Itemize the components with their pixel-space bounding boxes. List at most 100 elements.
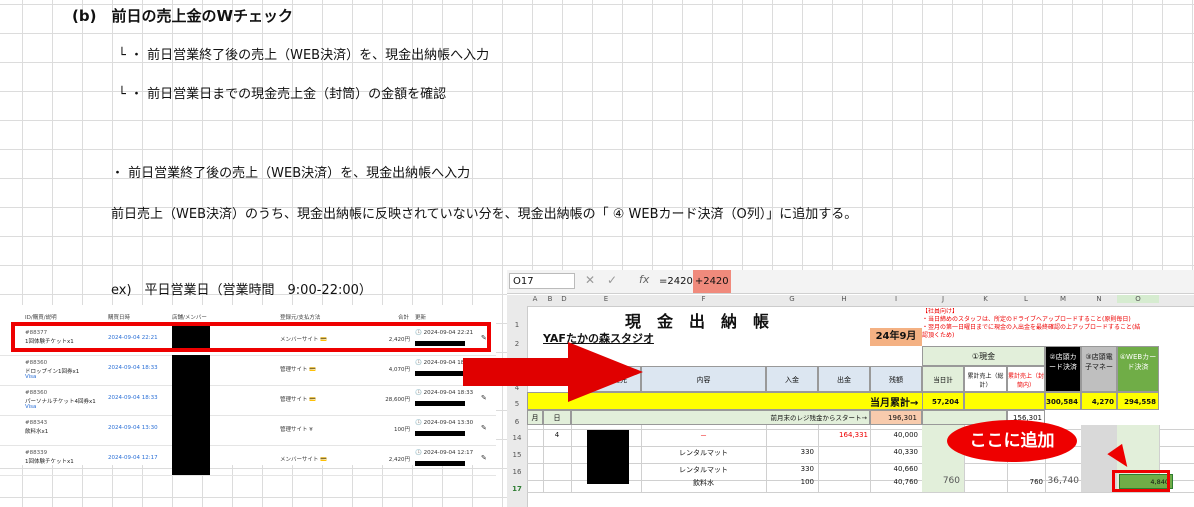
r14-content[interactable]: － [700,432,707,440]
r16-content[interactable]: レンタルマット [679,466,728,474]
column-header[interactable]: L [1024,295,1028,303]
edit-icon[interactable]: ✎ [481,394,487,402]
purchase-datetime[interactable]: 2024-09-04 12:17 [108,455,158,461]
list-row[interactable]: #88377 1回体験チケットx1 2024-09-04 22:21 メンバーサ… [0,322,496,356]
fx-icon[interactable]: fx [639,273,650,286]
r16-in[interactable]: 330 [800,465,814,473]
month-label: 24年9月 [870,328,922,346]
name-box[interactable]: O17 [509,273,575,289]
list-header: 店舗/メンバー [172,315,207,321]
col-line [870,425,871,492]
day-col-header: 日 [543,410,571,425]
column-header[interactable]: F [701,295,706,303]
formula-input[interactable]: =2420+2420 [657,270,731,293]
r17-today[interactable]: 760 [942,476,960,486]
column-header[interactable]: H [841,295,847,303]
row-header[interactable]: 15 [512,451,522,459]
list-row[interactable]: #88360 パーソナルチケット4回券x1 Visa 2024-09-04 18… [0,385,496,416]
r17-in[interactable]: 100 [800,478,814,486]
month-total-today: 57,204 [922,392,964,410]
list-row[interactable]: #88360 ドロップイン1回券x1 Visa 2024-09-04 18:33… [0,355,496,386]
column-header[interactable]: O [1117,295,1159,303]
month-col-header: 月 [527,410,543,425]
column-header[interactable]: B [547,295,553,303]
r17-web-card-cell[interactable]: 4,840 [1119,474,1173,489]
column-header[interactable]: K [983,295,988,303]
col-line [818,425,819,492]
column-header[interactable]: D [561,295,567,303]
column-header[interactable]: N [1096,295,1102,303]
content-header: 内容 [641,366,766,392]
column-header[interactable]: G [789,295,795,303]
edit-icon[interactable]: ✎ [481,454,487,462]
row-header[interactable]: 17 [512,485,522,493]
purchase-datetime[interactable]: 2024-09-04 18:33 [108,395,158,401]
r17-content[interactable]: 飲料水 [693,479,714,487]
product-name: パーソナルチケット4回券x1 [25,399,96,405]
edit-icon[interactable]: ✎ [481,424,487,432]
purchase-id: #88377 [25,330,48,336]
r15-balance[interactable]: 40,330 [893,448,919,456]
r17-balance[interactable]: 40,760 [893,478,919,486]
product-name: 1回体験チケットx1 [25,339,74,345]
cum-sales-header: 累計売上（総計） [964,366,1007,392]
purchase-list-panel: ID/購買/説明 購買日時 店舗/メンバー 登録元/支払方法 合計 更新 #88… [0,305,496,476]
r14-balance[interactable]: 40,000 [893,431,919,439]
column-header[interactable]: E [603,295,609,303]
row-headers: 1 2 3 4 5 6 14 15 16 17 [507,306,528,507]
purchase-datetime[interactable]: 2024-09-04 22:21 [108,335,158,341]
row-line [527,429,1194,430]
row-header[interactable]: 14 [512,434,522,442]
list-header: ID/購買/説明 [25,315,57,321]
r14-out[interactable]: 164,331 [839,431,868,439]
purchase-datetime[interactable]: 2024-09-04 18:33 [108,365,158,371]
redacted-payee [587,430,629,484]
r17-cum[interactable]: 760 [1029,478,1043,486]
column-header[interactable]: A [532,295,538,303]
edit-icon[interactable]: ✎ [481,334,487,342]
list-header: 更新 [415,315,427,321]
purchase-datetime[interactable]: 2024-09-04 13:30 [108,425,158,431]
payment-method: 管理サイト ¥ [280,427,313,433]
r15-content[interactable]: レンタルマット [679,449,728,457]
product-name: 飲料水x1 [25,429,49,435]
payment-method: メンバーサイト 💳 [280,457,327,463]
red-arrow [463,342,643,402]
redacted-member [172,445,210,475]
income-header: 入金 [766,366,818,392]
r16-balance[interactable]: 40,660 [893,465,919,473]
row-header[interactable]: 4 [514,384,520,392]
list-header: 登録元/支払方法 [280,315,321,321]
list-row[interactable]: #88339 1回体験チケットx1 2024-09-04 12:17 メンバーサ… [0,445,496,476]
col-line [1159,425,1160,492]
row-header[interactable]: 2 [514,340,520,348]
product-name: 1回体験チケットx1 [25,459,74,465]
emoney-col-fill [1081,425,1117,492]
month-total-blank [964,392,1045,410]
note-line: ・当日締めのスタッフは、所定のドライブへアップロードすること(原則毎日) [922,316,1131,323]
row-header[interactable]: 5 [514,400,520,408]
col-line [641,425,642,492]
r15-in[interactable]: 330 [800,448,814,456]
instruction-line-2: └ ・ 前日営業日までの現金売上金（封筒）の金額を確認 [118,87,447,102]
row-header[interactable]: 16 [512,468,522,476]
store-emoney-header: ③店頭電子マネー [1081,346,1117,392]
cum-sales-envelope-header: 累計売上（封筒内） [1007,366,1045,392]
updated-time: 🕓 2024-09-04 12:17 [415,450,474,456]
column-header[interactable]: M [1059,295,1067,303]
column-header[interactable]: I [894,295,898,303]
row-header[interactable]: 1 [514,321,520,329]
column-header[interactable]: J [941,295,945,303]
section-heading: (b) 前日の売上金のWチェック [72,7,293,25]
amount: 4,070円 [388,367,410,373]
list-row[interactable]: #88343 飲料水x1 2024-09-04 13:30 管理サイト ¥ 10… [0,415,496,446]
updated-time: 🕓 2024-09-04 13:30 [415,420,474,426]
r14-day[interactable]: 4 [554,431,560,439]
r17-store-card[interactable]: 36,740 [1047,476,1080,486]
today-total-header: 当日計 [922,366,964,392]
row-header[interactable]: 6 [514,418,520,426]
payment-method: 管理サイト 💳 [280,367,317,373]
example-label: ex) 平日営業日（営業時間 9:00-22:00） [111,283,372,298]
payment-method: 管理サイト 💳 [280,397,317,403]
column-headers: A B D E F G H I J K L M N O [507,295,1194,307]
